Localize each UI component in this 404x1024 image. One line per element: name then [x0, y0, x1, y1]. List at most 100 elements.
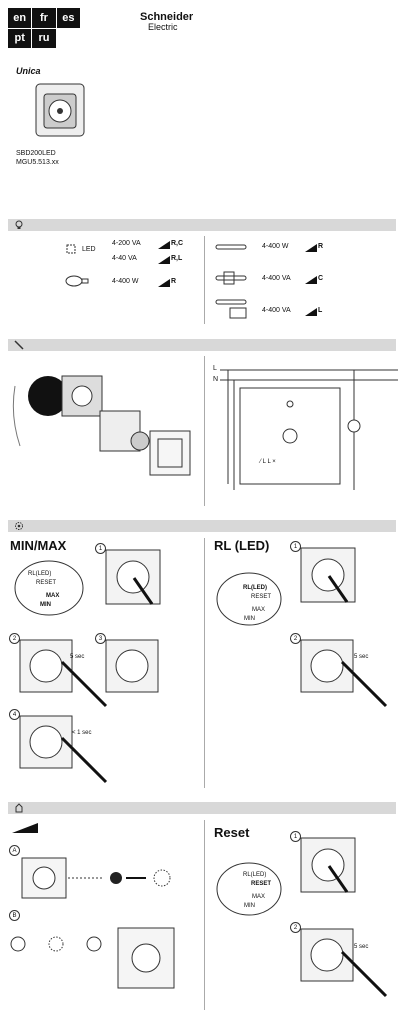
halogen-range: 4-400 W	[262, 243, 289, 250]
wiring-n-label: N	[213, 376, 219, 383]
inc-code: R	[171, 278, 177, 285]
usage-step-b-illustration	[10, 927, 175, 989]
product-image	[35, 83, 85, 137]
menu-min: MIN	[244, 903, 255, 909]
ramp-icon	[158, 279, 170, 287]
step-number: 2	[9, 633, 20, 644]
minmax-title: MIN/MAX	[10, 538, 67, 553]
menu-min: MIN	[244, 616, 255, 622]
dimmer-module-image	[19, 639, 73, 693]
divider	[204, 356, 205, 506]
gear-icon	[15, 522, 23, 530]
usage-step-a-illustration	[21, 857, 171, 899]
brand-logo: Schneider Electric	[140, 11, 194, 33]
ramp-icon	[158, 256, 170, 264]
inc-range: 4-400 W	[112, 278, 139, 285]
elec-code: L	[318, 307, 323, 314]
menu-max: MAX	[46, 593, 60, 599]
language-selector: en fr es pt ru	[8, 8, 80, 48]
step-number: 1	[290, 831, 301, 842]
led-code-2: R,L	[171, 255, 183, 262]
halogen-code: R	[318, 243, 324, 250]
step-number: 1	[290, 541, 301, 552]
rl-callout	[216, 572, 282, 626]
brand-sub: Electric	[148, 22, 178, 32]
wiring-diagram	[220, 369, 398, 490]
installation-illustration	[12, 375, 191, 476]
led-label: LED	[82, 246, 96, 253]
ferro-range: 4-400 VA	[262, 275, 291, 282]
section-bar-usage	[8, 802, 396, 814]
lang-es[interactable]: es	[56, 8, 80, 28]
minmax-callout	[14, 560, 84, 616]
divider	[204, 820, 205, 1010]
electronic-transformer-icon	[215, 299, 247, 319]
menu-reset: RESET	[36, 580, 57, 586]
incandescent-bulb-icon	[65, 275, 89, 287]
ferro-code: C	[318, 275, 324, 282]
series-name: Unica	[16, 66, 41, 76]
section-bar-install	[8, 339, 396, 351]
divider	[204, 236, 205, 324]
section-bar-loads	[8, 219, 396, 231]
section-bar-settings	[8, 520, 396, 532]
menu-rl: RL(LED)	[28, 571, 52, 577]
step-number: 3	[95, 633, 106, 644]
dimmer-module-image	[105, 639, 159, 693]
bulb-icon	[15, 220, 23, 229]
menu-rl: RL(LED)	[243, 585, 267, 591]
led-icon	[66, 244, 76, 254]
wiring-terminals: ⁄ L L ×	[260, 459, 276, 465]
screwdriver-image	[60, 736, 108, 784]
model-numbers: SBD200LED MGU5.513.xx	[16, 149, 59, 167]
menu-max: MAX	[252, 894, 266, 900]
wiring-l-label: L	[213, 365, 217, 372]
step-letter: A	[9, 845, 20, 856]
lang-pt[interactable]: pt	[8, 28, 32, 48]
lang-fr[interactable]: fr	[32, 8, 56, 28]
lang-en[interactable]: en	[8, 8, 32, 28]
ramp-icon	[305, 244, 317, 252]
led-code-1: R,C	[171, 240, 184, 247]
menu-reset: RESET	[251, 594, 272, 600]
lang-empty	[56, 28, 80, 48]
menu-reset: RESET	[251, 881, 272, 887]
divider	[204, 538, 205, 788]
screwdriver-image	[340, 950, 388, 998]
step-number: 4	[9, 709, 20, 720]
hold-5-sec: 5 sec	[354, 654, 369, 660]
dimmer-module-image	[300, 837, 356, 893]
elec-range: 4-400 VA	[262, 307, 291, 314]
reset-callout	[216, 862, 282, 916]
dimmer-module-image	[300, 547, 356, 603]
dimmer-module-image	[300, 639, 354, 693]
hold-5-sec: 5 sec	[70, 654, 85, 660]
screwdriver-image	[340, 660, 388, 708]
hold-1-sec: < 1 sec	[72, 730, 92, 736]
ramp-icon	[158, 241, 170, 249]
dimmer-module-image	[105, 549, 161, 605]
hold-5-sec: 5 sec	[354, 944, 369, 950]
led-range-1: 4-200 VA	[112, 240, 141, 247]
led-range-2: 4-40 VA	[112, 255, 137, 262]
model-ref: MGU5.513.xx	[16, 159, 59, 166]
reset-title: Reset	[214, 825, 250, 840]
ramp-icon	[12, 823, 38, 833]
step-number: 1	[95, 543, 106, 554]
rl-title: RL (LED)	[214, 538, 270, 553]
step-number: 2	[290, 633, 301, 644]
lang-ru[interactable]: ru	[32, 28, 56, 48]
ramp-icon	[305, 308, 317, 316]
ramp-icon	[305, 276, 317, 284]
brand-name: Schneider	[140, 11, 194, 23]
dimmer-module-image	[19, 715, 73, 769]
menu-min: MIN	[40, 602, 51, 608]
menu-rl: RL(LED)	[243, 872, 267, 878]
menu-max: MAX	[252, 607, 266, 613]
hand-icon	[15, 803, 23, 813]
step-number: 2	[290, 922, 301, 933]
screwdriver-icon	[14, 340, 24, 350]
model-code: SBD200LED	[16, 150, 56, 157]
step-letter: B	[9, 910, 20, 921]
ferro-transformer-icon	[215, 271, 247, 285]
